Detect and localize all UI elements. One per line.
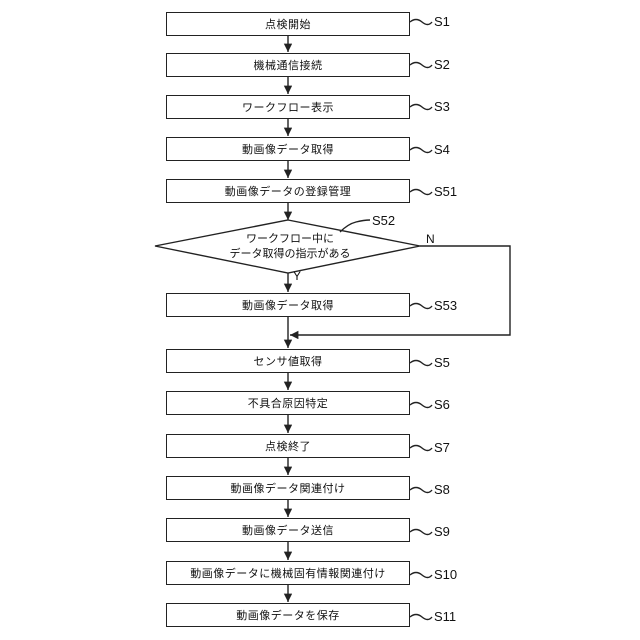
step-id-s8: S8 (434, 482, 450, 497)
decision-text-line1: ワークフロー中に (190, 230, 390, 246)
step-label-s7: 点検終了 (265, 438, 311, 454)
step-box-s8: 動画像データ関連付け (166, 476, 410, 500)
step-id-s1: S1 (434, 14, 450, 29)
step-box-s4: 動画像データ取得 (166, 137, 410, 161)
step-id-s52: S52 (372, 213, 395, 228)
step-id-s7: S7 (434, 440, 450, 455)
step-id-s3: S3 (434, 99, 450, 114)
step-box-s7: 点検終了 (166, 434, 410, 458)
step-label-s11: 動画像データを保存 (236, 607, 340, 623)
step-box-s9: 動画像データ送信 (166, 518, 410, 542)
decision-yes-label: Y (293, 269, 301, 283)
decision-no-label: N (426, 232, 435, 246)
step-label-s3: ワークフロー表示 (242, 99, 334, 115)
step-label-s4: 動画像データ取得 (242, 141, 334, 157)
step-label-s51: 動画像データの登録管理 (225, 183, 352, 199)
step-id-s53: S53 (434, 298, 457, 313)
step-label-s9: 動画像データ送信 (242, 522, 334, 538)
step-box-s10: 動画像データに機械固有情報関連付け (166, 561, 410, 585)
step-label-s8: 動画像データ関連付け (231, 480, 346, 496)
step-box-s6: 不具合原因特定 (166, 391, 410, 415)
step-id-s9: S9 (434, 524, 450, 539)
step-id-s6: S6 (434, 397, 450, 412)
step-box-s11: 動画像データを保存 (166, 603, 410, 627)
step-id-s11: S11 (434, 609, 456, 624)
step-label-s1: 点検開始 (265, 16, 311, 32)
step-label-s10: 動画像データに機械固有情報関連付け (190, 565, 386, 581)
step-box-s1: 点検開始 (166, 12, 410, 36)
step-box-s5: センサ値取得 (166, 349, 410, 373)
step-label-s2: 機械通信接続 (254, 57, 323, 73)
decision-text-line2: データ取得の指示がある (190, 245, 390, 261)
step-box-s2: 機械通信接続 (166, 53, 410, 77)
step-box-s51: 動画像データの登録管理 (166, 179, 410, 203)
step-label-s5: センサ値取得 (254, 353, 323, 369)
step-label-s6: 不具合原因特定 (248, 395, 329, 411)
step-id-s4: S4 (434, 142, 450, 157)
step-label-s53: 動画像データ取得 (242, 297, 334, 313)
step-id-s2: S2 (434, 57, 450, 72)
step-id-s5: S5 (434, 355, 450, 370)
step-box-s3: ワークフロー表示 (166, 95, 410, 119)
step-id-s10: S10 (434, 567, 457, 582)
step-id-s51: S51 (434, 184, 457, 199)
step-box-s53: 動画像データ取得 (166, 293, 410, 317)
